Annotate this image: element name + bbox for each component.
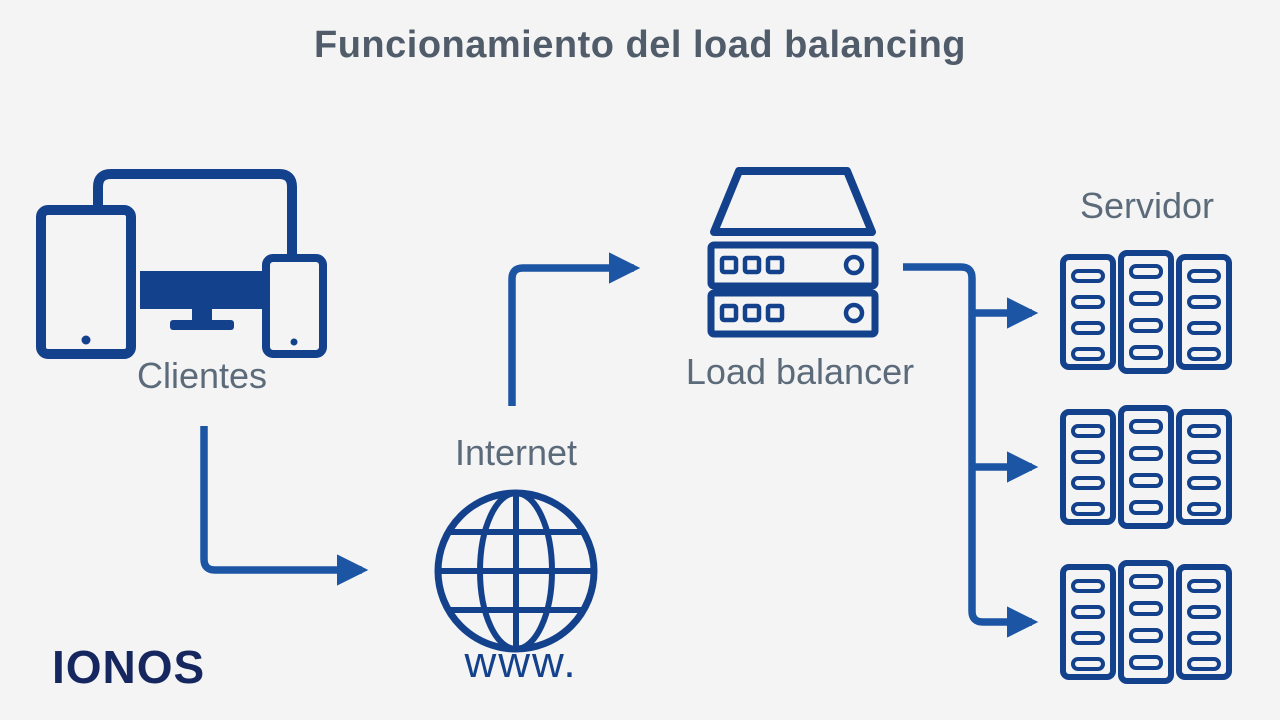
phone-icon: [262, 254, 327, 358]
www-label: www.: [464, 638, 578, 687]
clients-label: Clientes: [136, 355, 268, 396]
server-label: Servidor: [1079, 185, 1215, 226]
server-rack-icon: [1063, 253, 1229, 371]
diagram-title: Funcionamiento del load balancing: [314, 24, 966, 66]
internet-label: Internet: [454, 432, 578, 473]
load-balancer-label: Load balancer: [685, 351, 915, 392]
ionos-logo: IONOS: [52, 641, 206, 693]
arrow-load-balancer-to-servers: [903, 263, 1039, 638]
tablet-home-button: [81, 335, 91, 345]
load-balancer-icon: [707, 167, 879, 338]
server-rack-icon: [1063, 408, 1229, 526]
tablet-icon: [36, 205, 136, 359]
clients-devices-icon: [36, 169, 327, 359]
phone-home-button: [290, 338, 298, 346]
monitor-icon: [93, 169, 297, 262]
arrow-internet-to-load-balancer: [508, 252, 641, 406]
monitor-screen: [140, 271, 264, 330]
globe-icon: [434, 489, 598, 653]
server-rack-icon: [1063, 563, 1229, 681]
arrow-clients-to-internet: [200, 426, 369, 586]
